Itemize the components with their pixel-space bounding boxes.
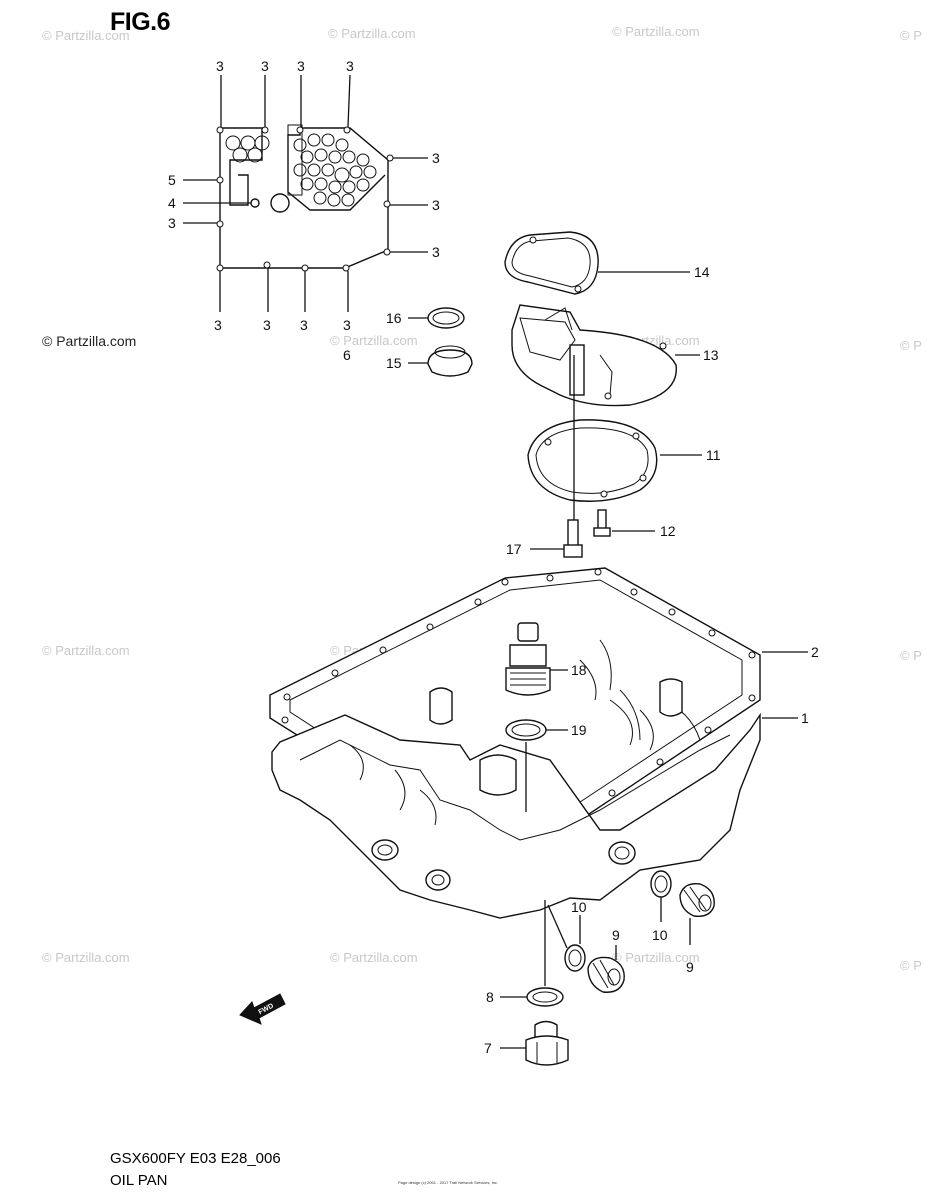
bolt-12: 12 <box>593 509 676 539</box>
watermark: © Partzilla.com <box>612 24 700 39</box>
drain-plug-9-right: 9 <box>679 883 715 975</box>
callout-16: 16 <box>386 310 402 326</box>
callout-4: 4 <box>168 195 176 211</box>
drain-plug-7: 7 <box>484 1020 569 1066</box>
forward-arrow-icon: FWD <box>239 993 286 1025</box>
oil-pressure-switch-18: 18 <box>505 622 587 696</box>
callout-19: 19 <box>571 722 587 738</box>
o-ring-16: 16 <box>386 307 465 329</box>
callout-1: 1 <box>801 710 809 726</box>
callout-3: 3 <box>263 317 271 333</box>
callout-3: 3 <box>168 215 176 231</box>
callout-12: 12 <box>660 523 676 539</box>
watermark: © Partzilla.com <box>330 333 418 348</box>
gasket-10-left: 10 <box>547 899 587 972</box>
callout-11: 11 <box>706 447 721 463</box>
callout-17: 17 <box>506 541 522 557</box>
oil-pan-1: 1 <box>271 639 809 919</box>
seal-15: 15 <box>386 345 473 377</box>
bolt-17: 17 <box>506 355 583 558</box>
section-title: OIL PAN <box>110 1172 168 1189</box>
callout-3: 3 <box>432 150 440 166</box>
figure-title: FIG.6 <box>110 8 171 36</box>
callout-3: 3 <box>346 58 354 74</box>
callout-14: 14 <box>694 264 710 280</box>
drain-plug-9-left: 9 <box>587 927 625 993</box>
watermark: © Partzilla.com <box>612 950 700 965</box>
callout-18: 18 <box>571 662 587 678</box>
gasket-10-right: 10 <box>650 870 672 943</box>
watermark-edge: © P <box>900 648 922 663</box>
callout-10: 10 <box>652 927 668 943</box>
callout-9: 9 <box>612 927 620 943</box>
callout-13: 13 <box>703 347 719 363</box>
callout-7: 7 <box>484 1040 492 1056</box>
callout-3: 3 <box>432 197 440 213</box>
callout-3: 3 <box>343 317 351 333</box>
watermark: © Partzilla.com <box>330 950 418 965</box>
callout-2: 2 <box>811 644 819 660</box>
oil-strainer-13: 13 <box>511 304 719 407</box>
watermark-edge: © P <box>900 28 922 43</box>
strainer-gasket-14: 14 <box>504 231 710 295</box>
gasket-8: 8 <box>486 900 564 1007</box>
callout-3: 3 <box>297 58 305 74</box>
callout-3: 3 <box>216 58 224 74</box>
watermark: © Partzilla.com <box>328 26 416 41</box>
watermark-edge: © P <box>900 338 922 353</box>
gasket-top-view: 3 3 3 3 3 3 3 5 4 3 3 3 3 3 6 <box>168 58 440 363</box>
callout-5: 5 <box>168 172 176 188</box>
watermark: © Partzilla.com <box>42 950 130 965</box>
callout-3: 3 <box>214 317 222 333</box>
callout-3: 3 <box>261 58 269 74</box>
callout-6: 6 <box>343 347 351 363</box>
model-code: GSX600FY E03 E28_006 <box>110 1150 281 1167</box>
strainer-cover-gasket-11: 11 <box>527 419 721 502</box>
callout-15: 15 <box>386 355 402 371</box>
callout-9: 9 <box>686 959 694 975</box>
watermark-edge: © P <box>900 958 922 973</box>
o-ring-19: 19 <box>505 719 587 812</box>
callout-8: 8 <box>486 989 494 1005</box>
callout-3: 3 <box>432 244 440 260</box>
watermark: © Partzilla.com <box>42 333 137 349</box>
watermark: © Partzilla.com <box>42 643 130 658</box>
callout-3: 3 <box>300 317 308 333</box>
copyright-footnote: Page design (c) 2001 - 2017 Trail Networ… <box>398 1180 499 1185</box>
watermark: © Partzilla.com <box>42 28 130 43</box>
callout-10: 10 <box>571 899 587 915</box>
